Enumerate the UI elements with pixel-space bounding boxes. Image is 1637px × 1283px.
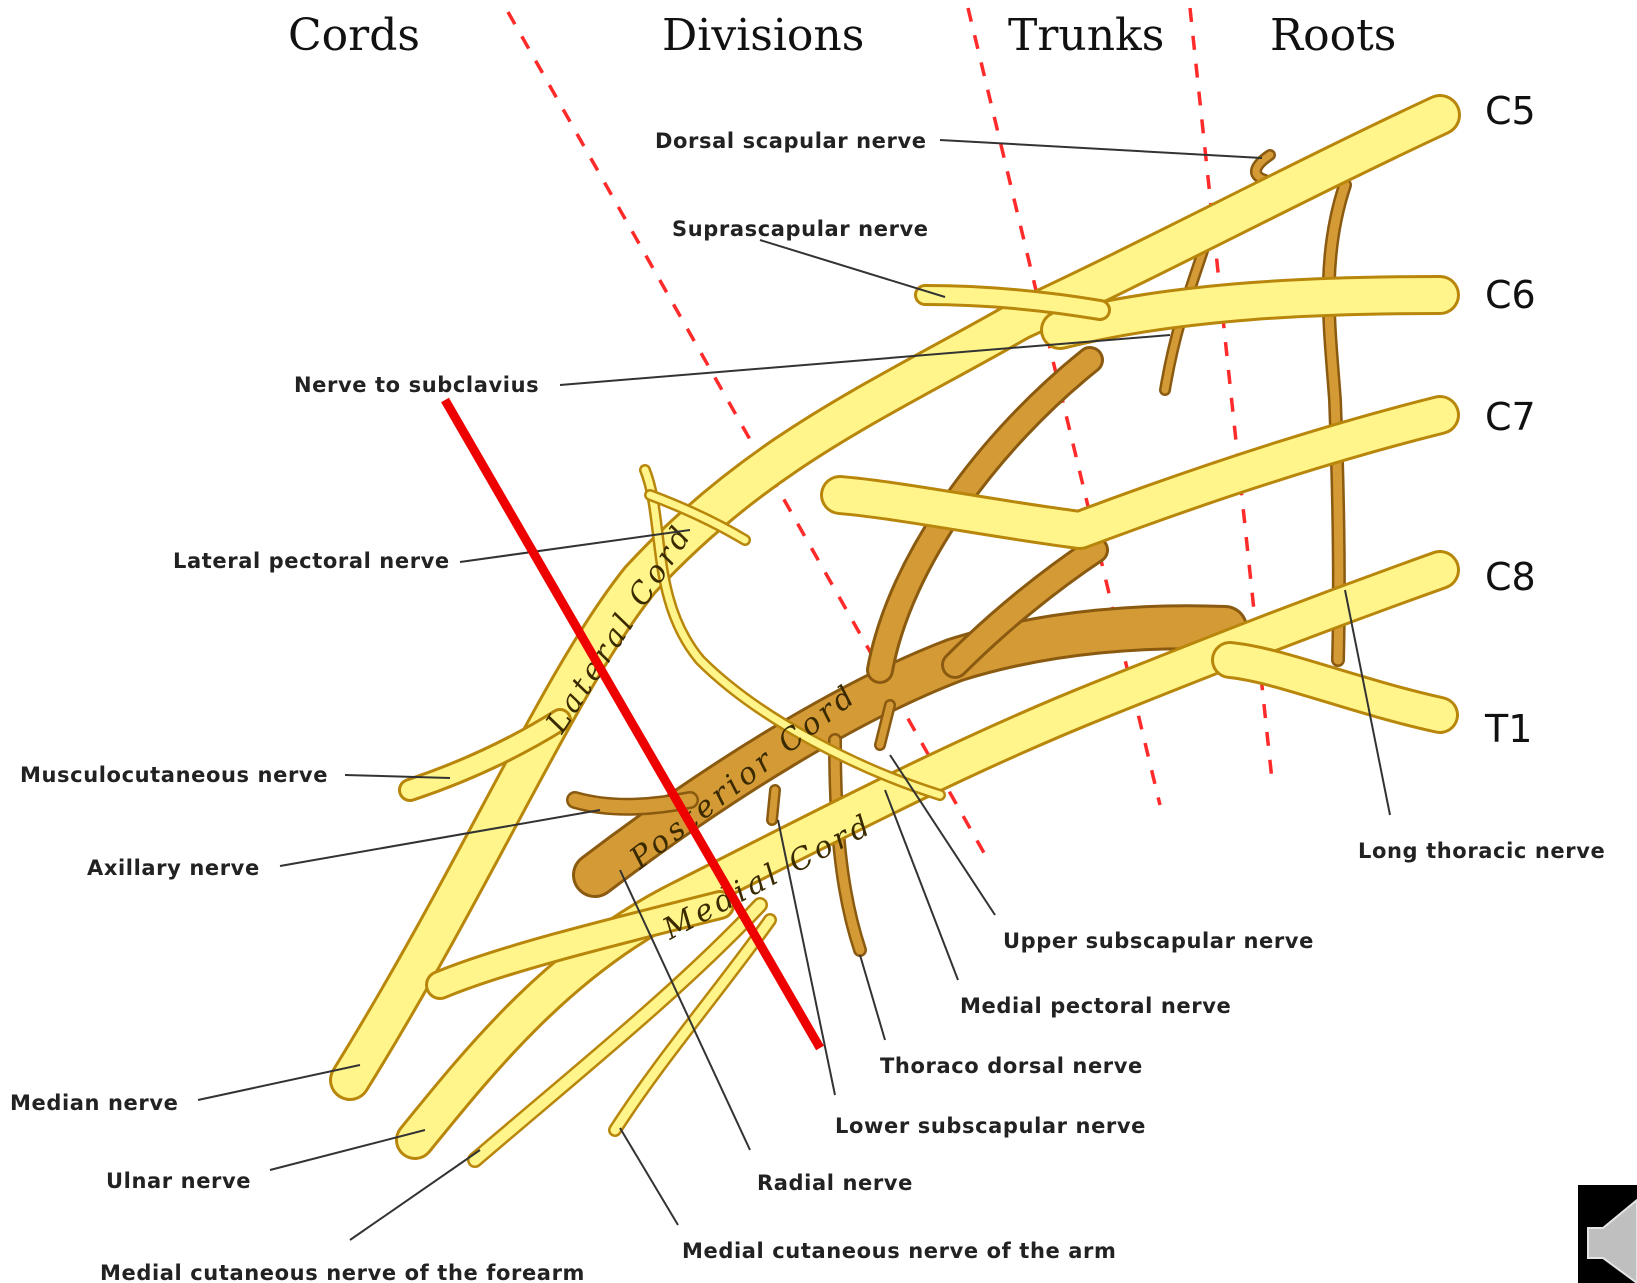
root-label-c8: C8 xyxy=(1485,555,1536,599)
header-roots: Roots xyxy=(1270,10,1396,61)
leader-long-thoracic xyxy=(1344,589,1391,816)
label-medial-cutaneous-forearm: Medial cutaneous nerve of the forearm xyxy=(100,1261,585,1283)
label-medial-pectoral-nerve: Medial pectoral nerve xyxy=(960,994,1231,1018)
posterior-cord-group xyxy=(566,149,1352,957)
leader-lines xyxy=(197,139,1391,1241)
leader-radial xyxy=(619,869,751,1151)
label-radial-nerve: Radial nerve xyxy=(757,1171,913,1195)
leader-axillary xyxy=(279,809,601,867)
label-axillary-nerve: Axillary nerve xyxy=(87,856,260,880)
root-label-c7: C7 xyxy=(1485,395,1536,439)
nerve-labels: Dorsal scapular nerve Suprascapular nerv… xyxy=(10,129,1605,1283)
header-trunks: Trunks xyxy=(1008,10,1164,61)
divider-cords-divisions xyxy=(506,11,990,861)
label-ulnar-nerve: Ulnar nerve xyxy=(106,1169,251,1193)
speaker-icon[interactable] xyxy=(1578,1185,1637,1283)
header-divisions: Divisions xyxy=(662,10,864,61)
header-cords: Cords xyxy=(288,10,420,61)
root-label-t1: T1 xyxy=(1484,707,1532,751)
label-thoraco-dorsal-nerve: Thoraco dorsal nerve xyxy=(880,1054,1143,1078)
leader-upper-subscapular xyxy=(889,754,996,916)
root-label-c5: C5 xyxy=(1485,89,1536,133)
nerve-trunks xyxy=(329,94,1461,1168)
label-nerve-to-subclavius: Nerve to subclavius xyxy=(294,373,539,397)
label-long-thoracic-nerve: Long thoracic nerve xyxy=(1358,839,1605,863)
leader-nerve-to-subclavius xyxy=(559,334,1171,386)
leader-median xyxy=(197,1064,361,1101)
root-label-c6: C6 xyxy=(1485,273,1536,317)
label-lateral-pectoral-nerve: Lateral pectoral nerve xyxy=(173,549,450,573)
label-median-nerve: Median nerve xyxy=(10,1091,178,1115)
leader-lateral-pectoral xyxy=(459,529,691,563)
red-annotation-line xyxy=(441,397,824,1051)
label-lower-subscapular-nerve: Lower subscapular nerve xyxy=(835,1114,1146,1138)
label-dorsal-scapular-nerve: Dorsal scapular nerve xyxy=(655,129,927,153)
leader-suprascapular xyxy=(759,239,946,298)
label-musculocutaneous-nerve: Musculocutaneous nerve xyxy=(20,763,328,787)
leader-medial-cutaneous-arm xyxy=(619,1127,679,1226)
leader-dorsal-scapular xyxy=(939,139,1263,159)
label-suprascapular-nerve: Suprascapular nerve xyxy=(672,217,929,241)
label-upper-subscapular-nerve: Upper subscapular nerve xyxy=(1003,929,1314,953)
leader-ulnar xyxy=(269,1129,426,1171)
leader-lower-subscapular xyxy=(777,819,836,1096)
leader-musculocutaneous xyxy=(344,774,451,779)
leader-medial-cutaneous-forearm xyxy=(349,1149,481,1241)
leader-thoraco-dorsal xyxy=(859,954,886,1041)
leader-medial-pectoral xyxy=(884,789,959,981)
label-medial-cutaneous-arm: Medial cutaneous nerve of the arm xyxy=(682,1239,1116,1263)
